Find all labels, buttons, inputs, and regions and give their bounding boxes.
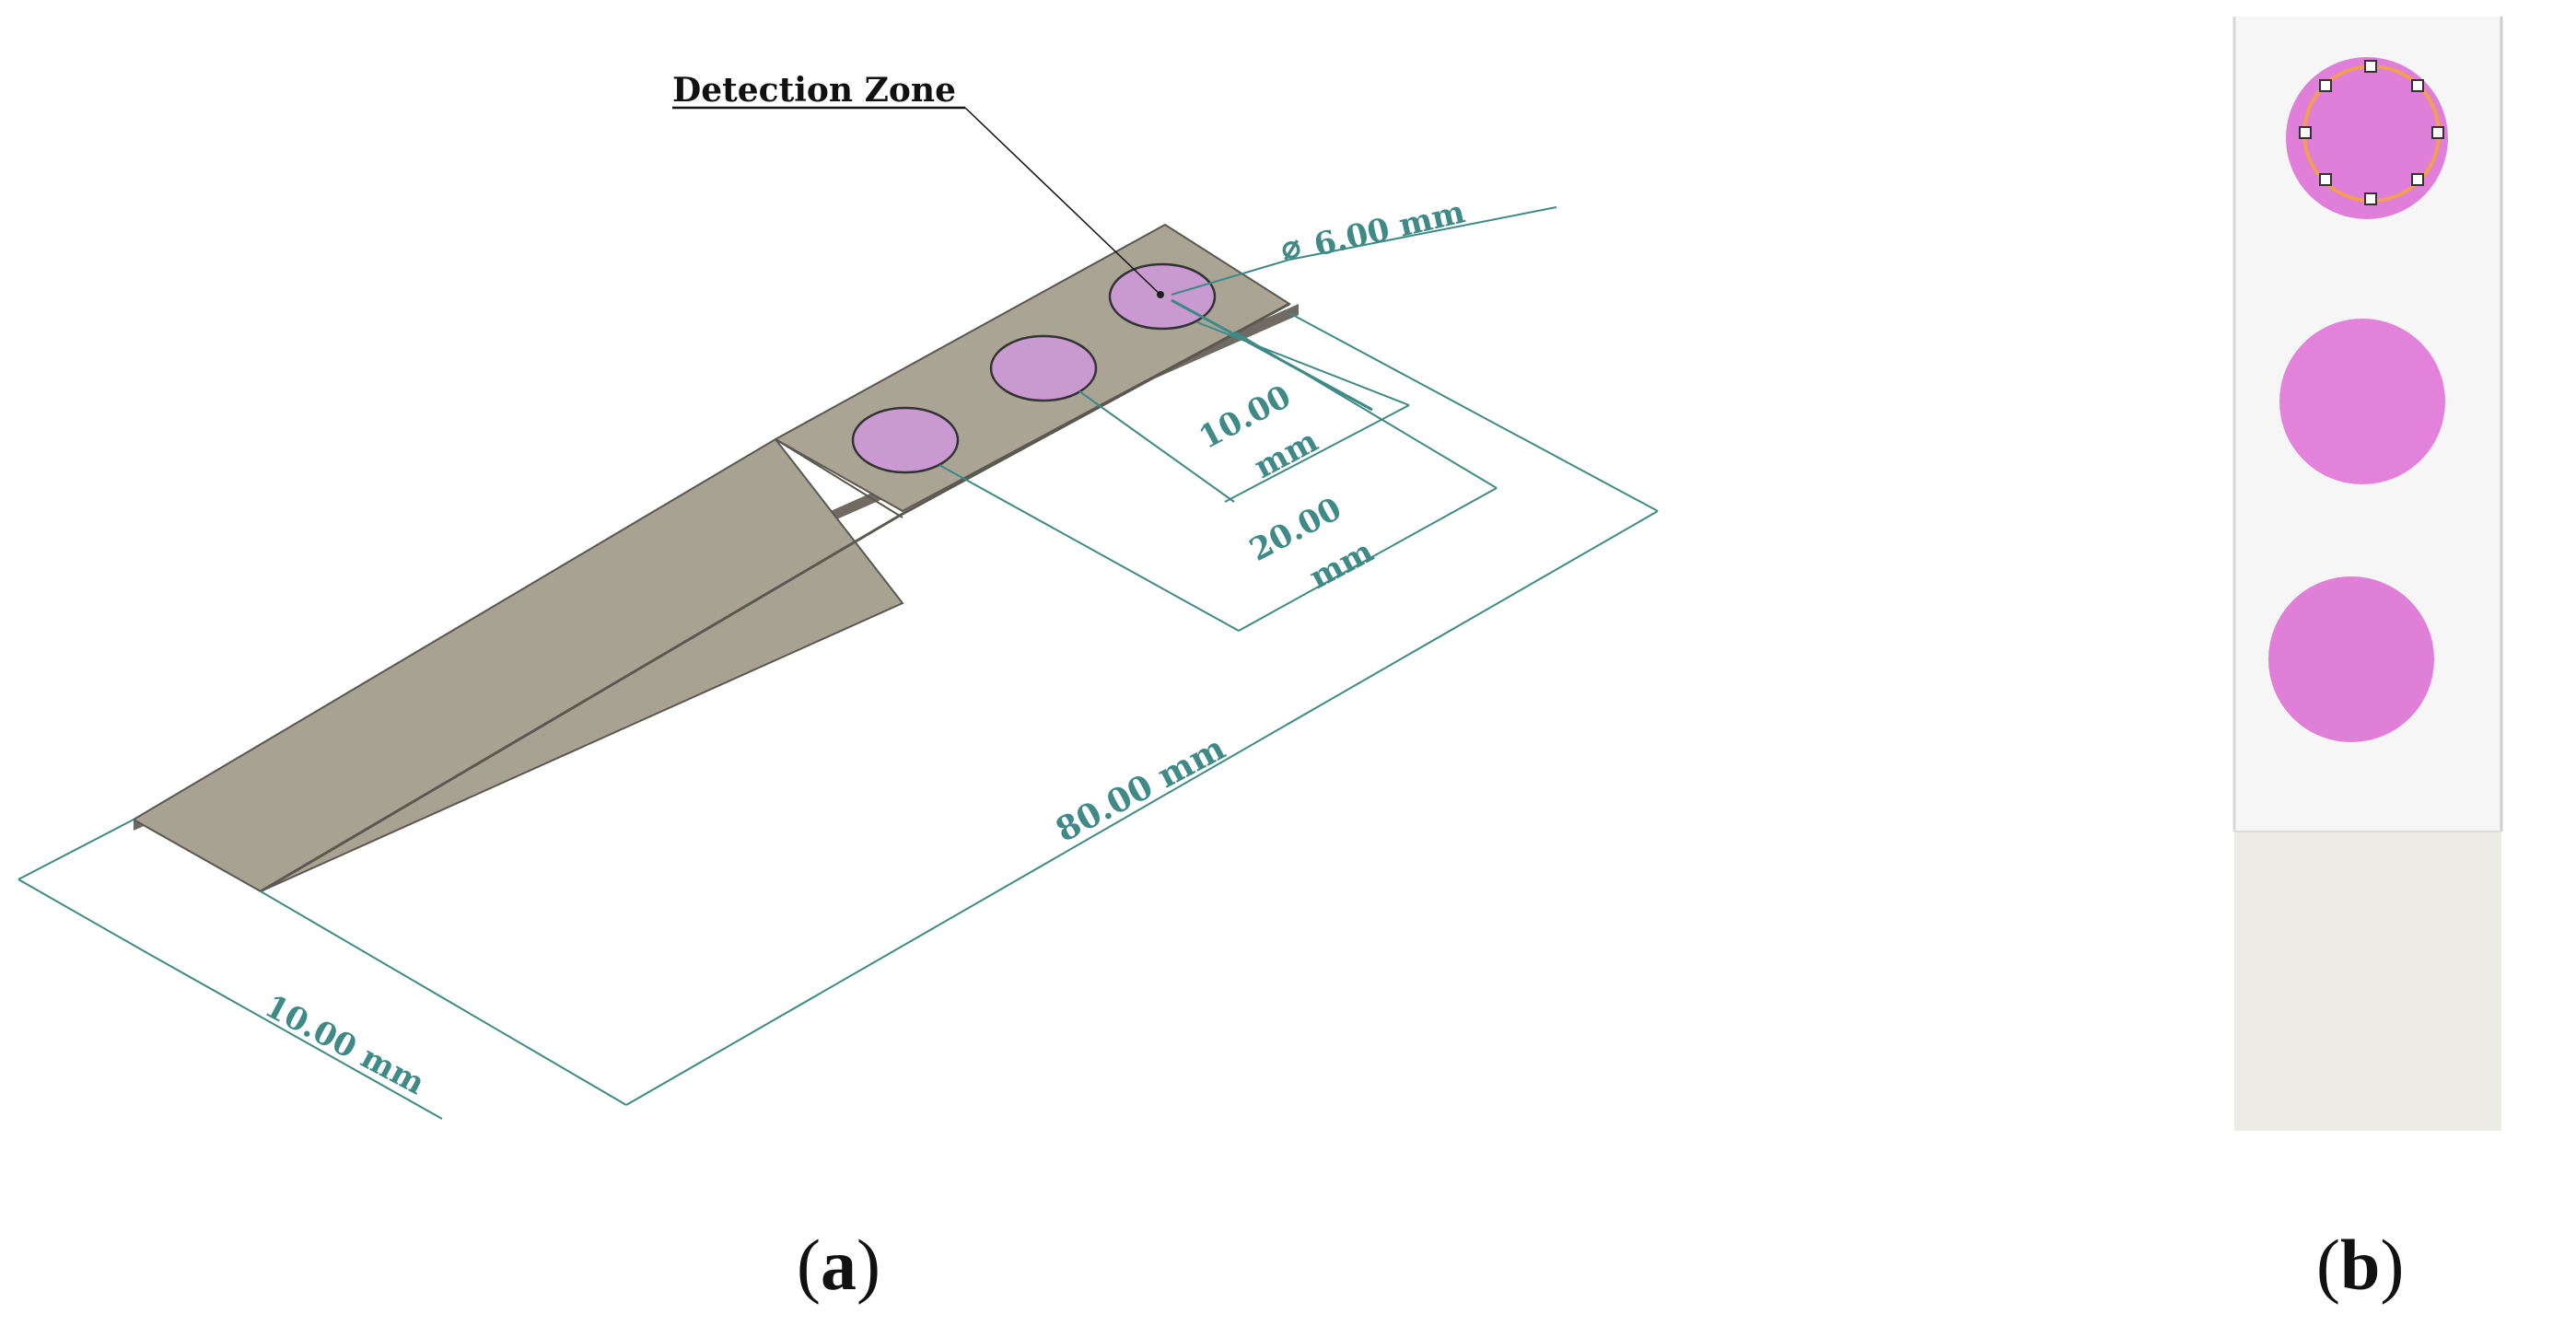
photo-paper-handle — [2234, 832, 2501, 1131]
panel-label-a: (a) — [797, 1225, 880, 1305]
photo-zone-3 — [2268, 576, 2434, 742]
callout-leader — [964, 107, 1161, 296]
dimension-lines — [17, 206, 1659, 1120]
strip-bottom-edge — [260, 302, 1290, 893]
panel-a-drawing: Detection Zone ⌀ 6.00 mm 10 — [17, 71, 1659, 1305]
section-divider — [775, 438, 903, 518]
dim-diameter: 6.00 mm — [1311, 193, 1468, 263]
panel-b-photo: (b) — [2232, 17, 2503, 1305]
spacing-10-emphasis — [1171, 298, 1373, 412]
callout-detection-zone: Detection Zone — [672, 71, 956, 110]
dim-spacing-20-line2: mm — [1303, 533, 1379, 597]
detection-zone-3 — [851, 406, 960, 474]
dim-spacing-10-line2: mm — [1248, 423, 1323, 486]
detection-zone-2 — [989, 334, 1098, 402]
dim-width: 10.00 mm — [259, 988, 431, 1103]
photo-selection-handles — [2299, 60, 2444, 205]
dim-length: 80.00 mm — [1050, 728, 1232, 850]
strip-handle-section — [132, 437, 904, 893]
panel-label-b: (b) — [2316, 1225, 2404, 1305]
photo-zone-2 — [2279, 319, 2445, 484]
